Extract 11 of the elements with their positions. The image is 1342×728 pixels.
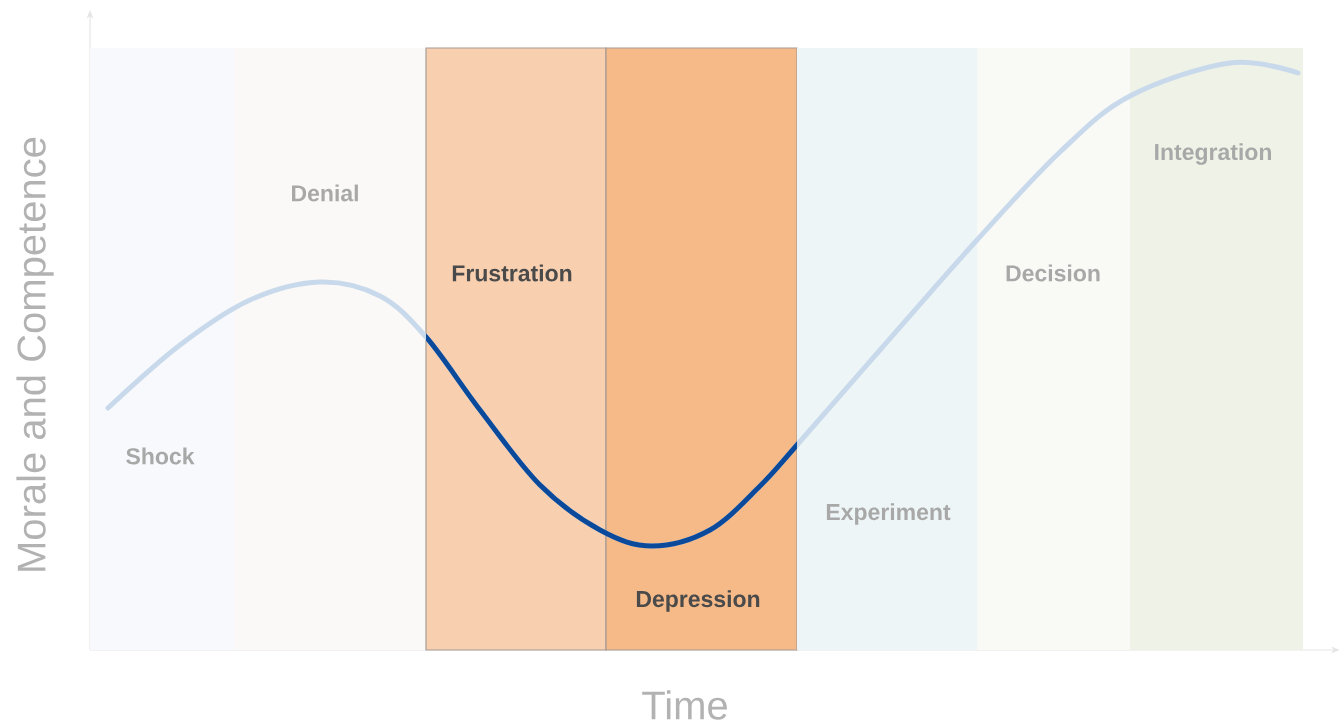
stage-band: Depression <box>605 47 798 651</box>
node-label: Shock <box>126 447 195 465</box>
node-label: Denial <box>292 184 358 202</box>
stage-band: Shock <box>90 48 234 650</box>
stage-band: Integration <box>1130 48 1303 650</box>
stage-band: Experiment <box>797 48 977 650</box>
axis-title: Morale and Competence <box>16 137 54 571</box>
stage-band: Decision <box>977 48 1130 650</box>
stage-band: Denial <box>234 48 426 650</box>
stage-band: Frustration <box>425 47 607 651</box>
axis-title: Time <box>642 690 727 720</box>
